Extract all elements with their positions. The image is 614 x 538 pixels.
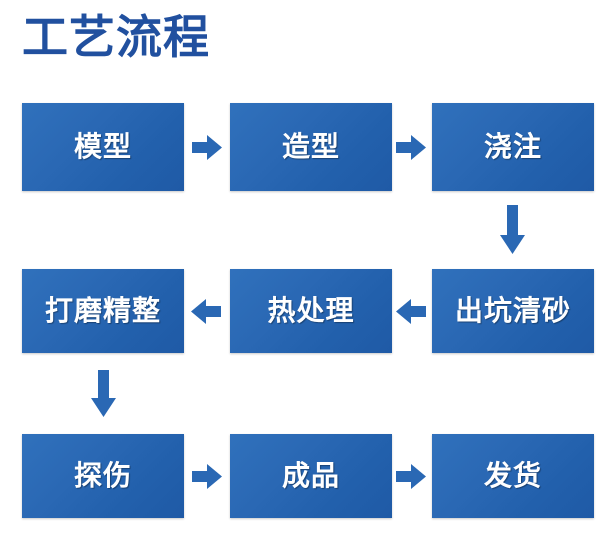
node-rechuli[interactable]: 热处理 bbox=[230, 269, 392, 353]
page-title: 工艺流程 bbox=[22, 10, 210, 64]
node-label: 发货 bbox=[483, 459, 542, 492]
node-label: 热处理 bbox=[267, 294, 355, 327]
arrow-right-icon bbox=[192, 132, 223, 163]
node-jiaozhu[interactable]: 浇注 bbox=[432, 103, 594, 191]
node-label: 探伤 bbox=[73, 459, 132, 492]
node-tanshang[interactable]: 探伤 bbox=[22, 434, 184, 518]
node-damojingzheng[interactable]: 打磨精整 bbox=[22, 269, 184, 353]
node-label: 造型 bbox=[281, 130, 340, 163]
arrow-right-icon bbox=[396, 461, 427, 492]
node-zaoxing[interactable]: 造型 bbox=[230, 103, 392, 191]
arrow-right-icon bbox=[192, 461, 223, 492]
node-label: 出坑清砂 bbox=[454, 294, 571, 327]
node-label: 成品 bbox=[281, 459, 340, 492]
node-chengpin[interactable]: 成品 bbox=[230, 434, 392, 518]
arrow-right-icon bbox=[396, 132, 427, 163]
node-fahuo[interactable]: 发货 bbox=[432, 434, 594, 518]
arrow-down-icon bbox=[88, 370, 119, 420]
node-label: 打磨精整 bbox=[44, 294, 161, 327]
arrow-down-icon bbox=[497, 205, 528, 257]
arrow-left-icon bbox=[189, 296, 222, 327]
node-moxing[interactable]: 模型 bbox=[22, 103, 184, 191]
node-label: 模型 bbox=[73, 130, 132, 163]
node-label: 浇注 bbox=[483, 130, 542, 163]
node-chukengqingsha[interactable]: 出坑清砂 bbox=[432, 269, 594, 353]
arrow-left-icon bbox=[394, 296, 427, 327]
